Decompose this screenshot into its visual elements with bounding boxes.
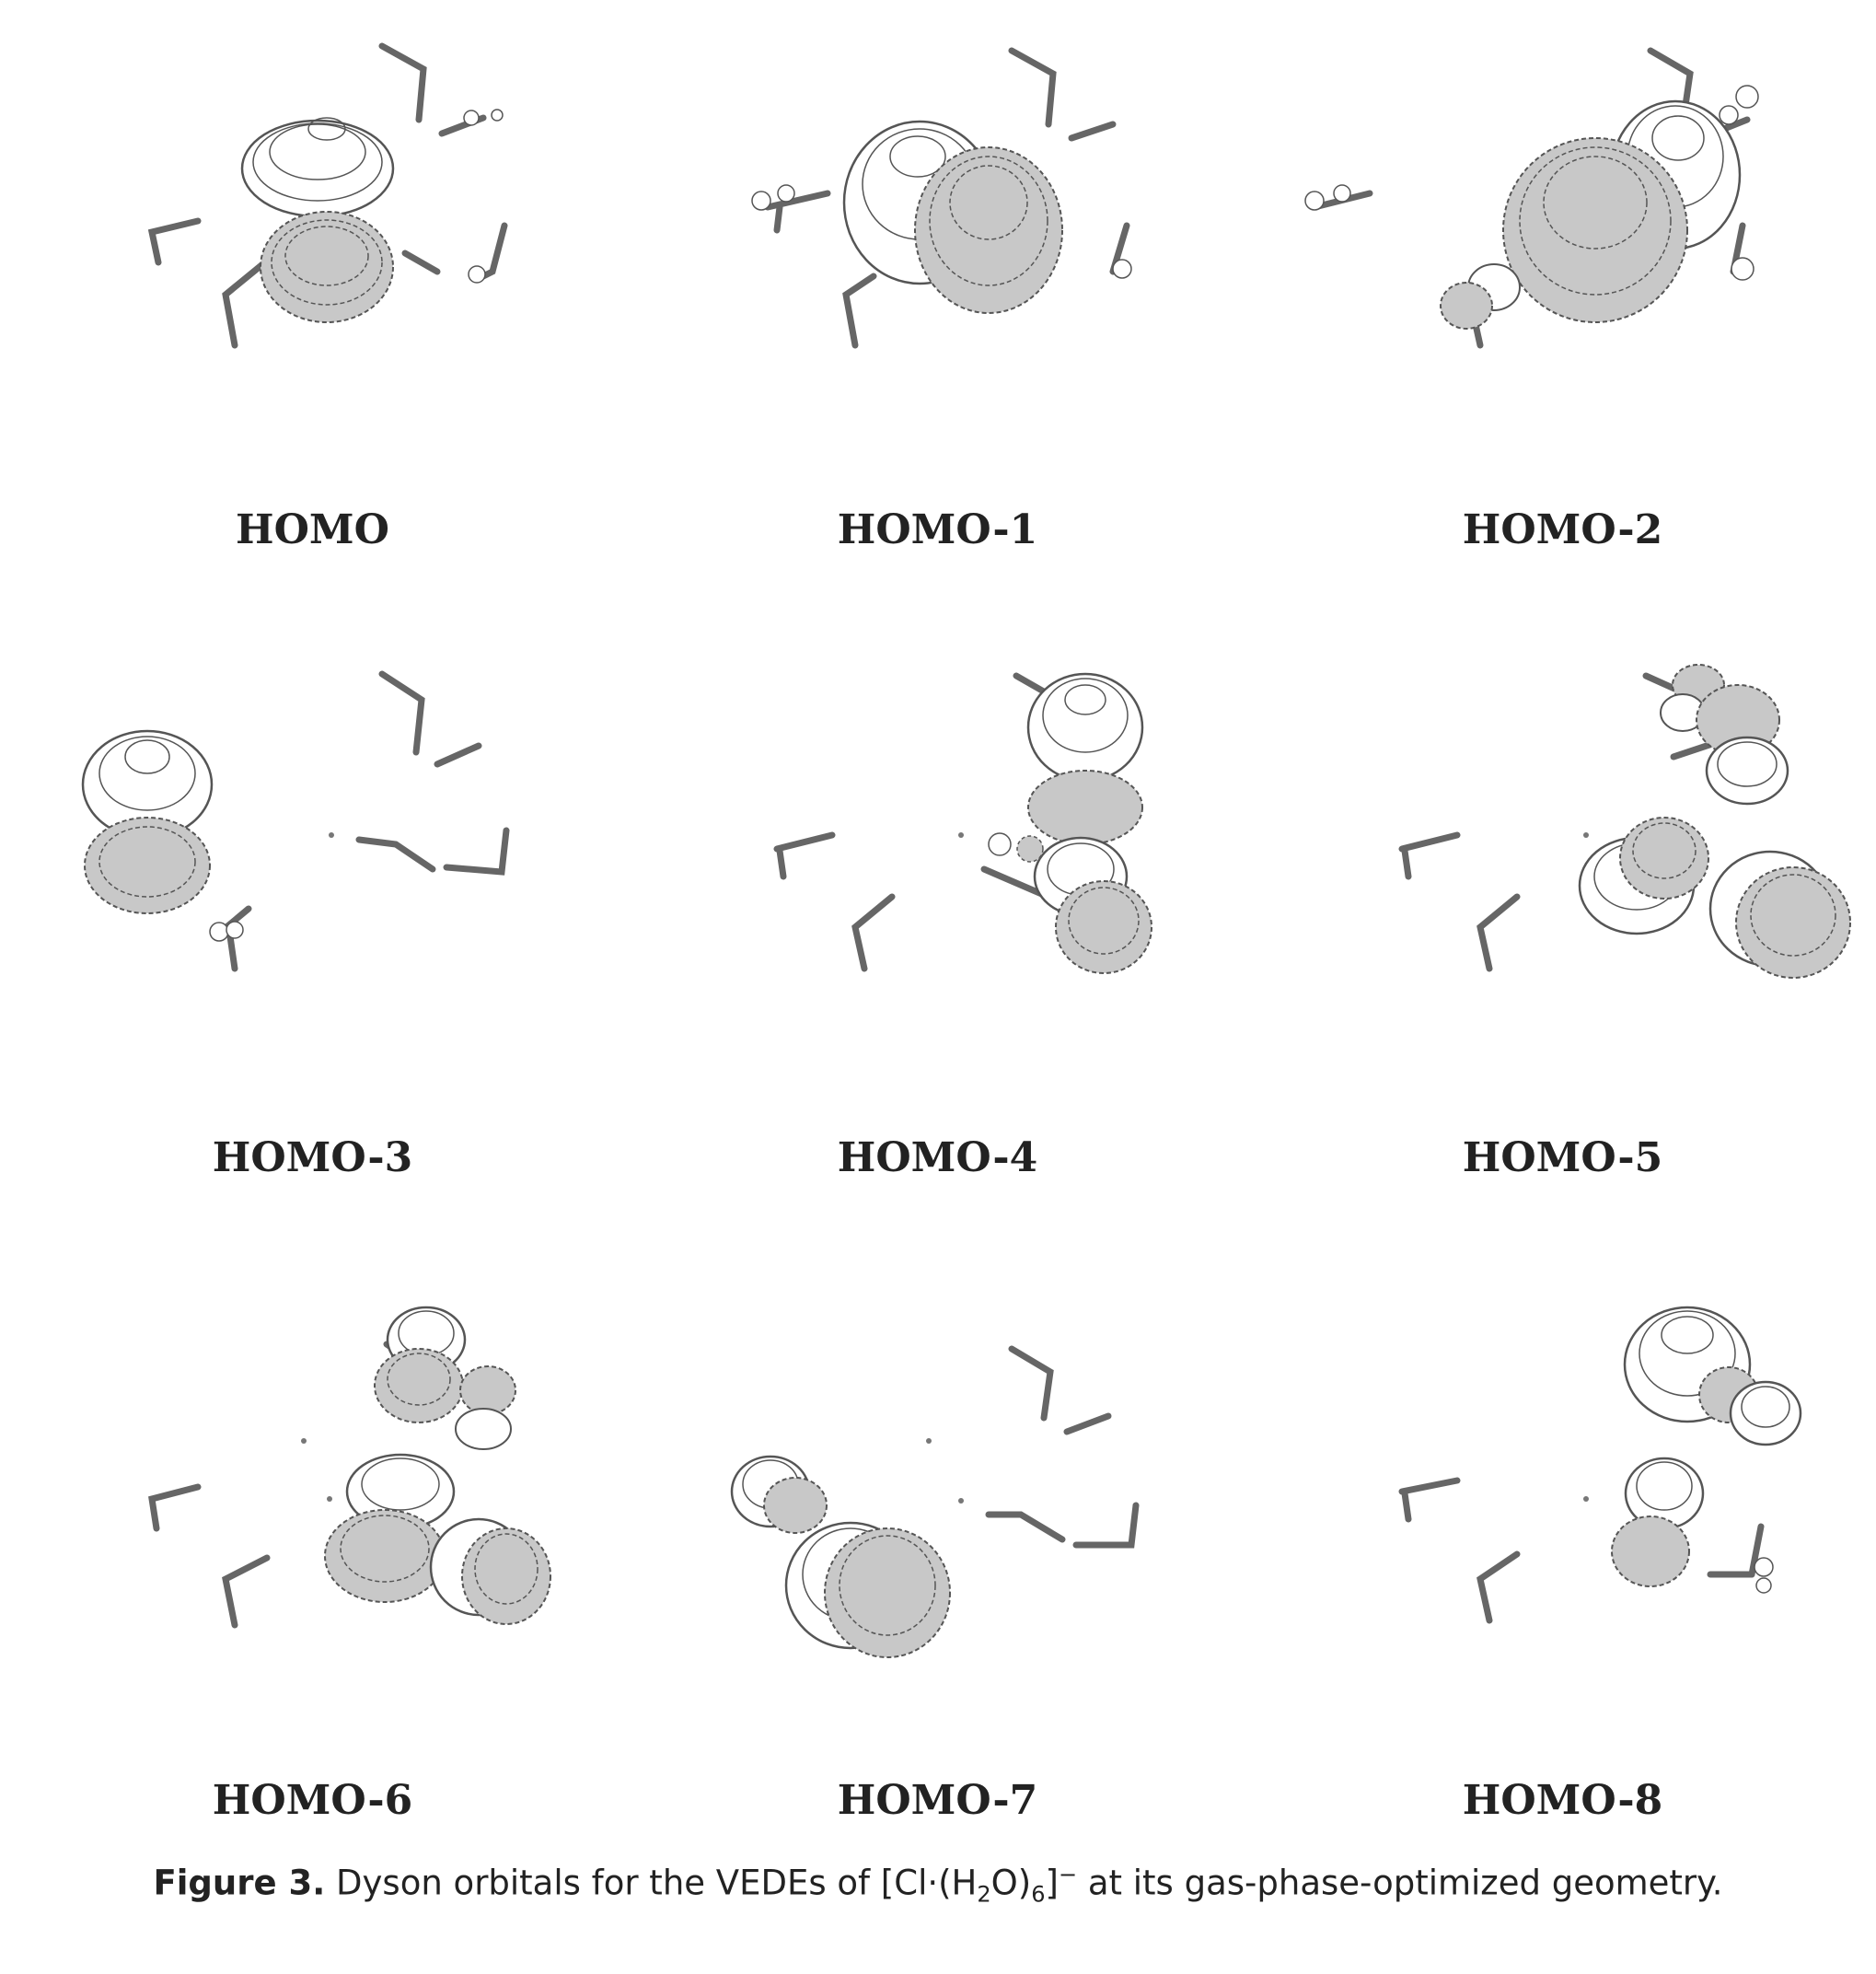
lobe-positive-top xyxy=(81,729,214,840)
orbital-homo-4-graphic xyxy=(773,672,1152,974)
caption-subscript-2: 6 xyxy=(1031,1881,1046,1908)
lobe-cluster-left xyxy=(730,1455,828,1534)
panel-homo: HOMO xyxy=(0,28,625,663)
lobe-cluster-top xyxy=(1623,1306,1802,1446)
caption-text: Dyson orbitals for the VEDEs of [Cl·(H xyxy=(325,1863,978,1903)
caption-text-after: ] xyxy=(1045,1863,1059,1903)
lobe-cluster-top xyxy=(374,1306,516,1450)
lobe-negative-left xyxy=(1502,137,1688,323)
panel-label: HOMO-1 xyxy=(837,506,1038,553)
lobe-negative-bottom xyxy=(84,817,211,914)
lobe-small-pair xyxy=(1440,263,1521,330)
panel-homo-2: HOMO-2 xyxy=(1250,28,1875,663)
panel-homo-5: HOMO-5 xyxy=(1250,656,1875,1291)
orbital-homo-2-graphic xyxy=(1304,47,1759,349)
figure-caption: Figure 3. Dyson orbitals for the VEDEs o… xyxy=(0,1862,1876,1908)
panel-homo-4: HOMO-4 xyxy=(625,656,1250,1291)
lobe-pair-bottom xyxy=(784,1521,951,1658)
lobe-cluster-top xyxy=(1660,664,1789,806)
lobe-cluster-bottom xyxy=(1611,1457,1705,1587)
caption-superscript: − xyxy=(1058,1862,1078,1887)
lobe-negative-bottom xyxy=(260,211,394,323)
panel-homo-7: HOMO-7 xyxy=(625,1298,1250,1933)
lobe-negative-right xyxy=(914,146,1063,314)
orbital-homo-1-graphic xyxy=(751,47,1132,349)
panel-label: HOMO-7 xyxy=(837,1777,1038,1824)
lobe-negative-lower xyxy=(1055,880,1152,974)
orbital-homo-graphic xyxy=(147,42,508,349)
caption-subscript-1: 2 xyxy=(977,1881,991,1908)
panel-label: HOMO-4 xyxy=(837,1134,1038,1181)
orbital-homo-3-graphic xyxy=(81,670,510,972)
panel-label: HOMO-6 xyxy=(212,1777,413,1824)
lobe-positive-top xyxy=(240,117,395,218)
panel-label: HOMO-2 xyxy=(1462,506,1663,553)
orbital-homo-8-graphic xyxy=(1398,1306,1802,1624)
lobe-negative-top xyxy=(1027,770,1143,845)
panel-label: HOMO xyxy=(236,506,389,553)
caption-text-end: at its gas-phase-optimized geometry. xyxy=(1077,1863,1723,1903)
lobe-positive-top xyxy=(1026,672,1144,783)
lobe-cluster-bottom xyxy=(1578,817,1851,979)
lobe-cluster-bottom xyxy=(324,1453,551,1625)
panel-homo-6: HOMO-6 xyxy=(0,1298,625,1933)
panel-label: HOMO-8 xyxy=(1462,1777,1663,1824)
caption-text-mid: O) xyxy=(990,1863,1032,1903)
panel-homo-8: HOMO-8 xyxy=(1250,1298,1875,1933)
panel-homo-1: HOMO-1 xyxy=(625,28,1250,663)
orbital-homo-7-graphic xyxy=(730,1345,1140,1658)
panel-label: HOMO-3 xyxy=(212,1134,413,1181)
caption-label: Figure 3. xyxy=(153,1863,326,1903)
panel-homo-3: HOMO-3 xyxy=(0,656,625,1291)
orbital-homo-5-graphic xyxy=(1398,664,1851,979)
orbital-homo-6-graphic xyxy=(148,1306,551,1629)
panel-label: HOMO-5 xyxy=(1462,1134,1663,1181)
